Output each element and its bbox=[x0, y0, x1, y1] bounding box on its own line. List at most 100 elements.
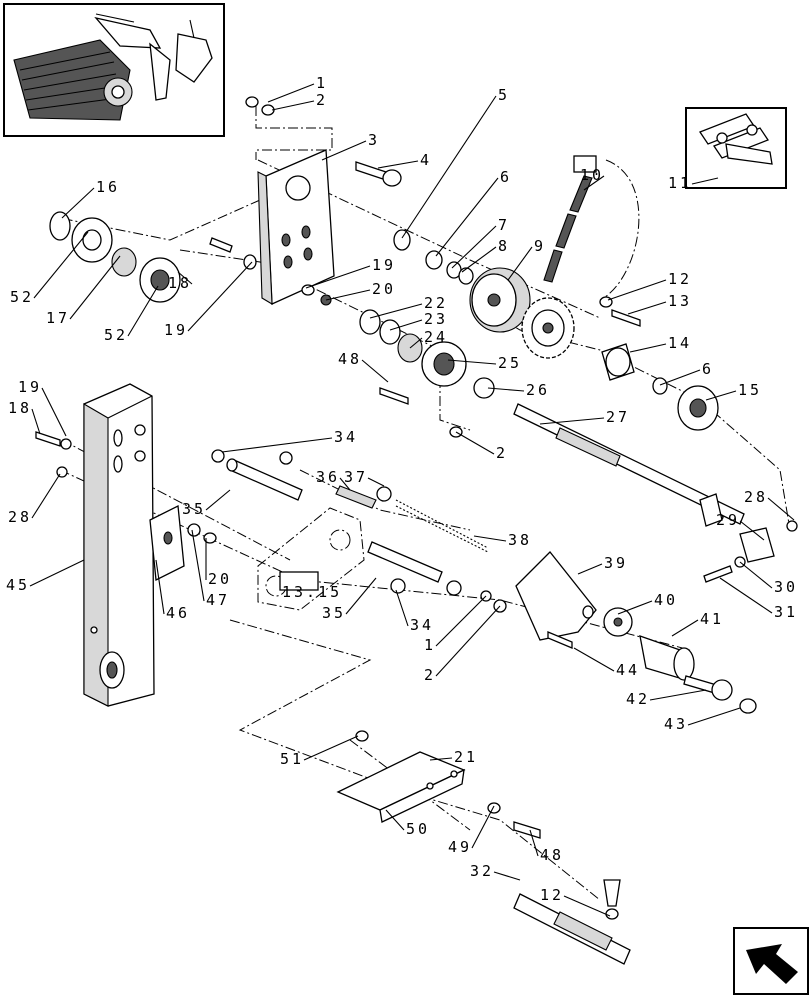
callout-leader-c13 bbox=[627, 301, 667, 315]
callout-label-c35a: 35 bbox=[182, 500, 206, 518]
pins bbox=[211, 449, 462, 596]
bearing-group-left bbox=[49, 211, 257, 303]
callout-label-c32: 32 bbox=[470, 862, 494, 880]
callout-label-c51: 51 bbox=[280, 750, 304, 768]
callout-leader-c46 bbox=[155, 559, 165, 615]
callout-label-c31: 31 bbox=[774, 603, 798, 621]
callout-label-c43: 43 bbox=[664, 715, 688, 733]
callout-label-c39: 39 bbox=[604, 554, 628, 572]
callout-label-c52b: 52 bbox=[104, 326, 128, 344]
callout-label-c21: 21 bbox=[454, 748, 478, 766]
callout-leader-c25 bbox=[447, 359, 497, 365]
callout-leader-c12a bbox=[607, 279, 667, 301]
callout-label-c16: 16 bbox=[96, 178, 120, 196]
callout-leader-c19b bbox=[305, 265, 371, 289]
mounting-plate bbox=[149, 504, 217, 582]
callout-leader-c19c bbox=[41, 387, 67, 437]
main-shaft bbox=[513, 403, 745, 527]
reference-box bbox=[279, 571, 319, 591]
callout-label-c4: 4 bbox=[420, 151, 432, 169]
callout-label-c13_15: 13.15 bbox=[282, 583, 342, 601]
callout-label-c19c: 19 bbox=[18, 378, 42, 396]
frame-plate bbox=[257, 149, 335, 305]
callout-leader-c48b bbox=[529, 829, 539, 857]
callout-leader-c8a bbox=[461, 246, 497, 273]
callout-label-c35b: 35 bbox=[322, 604, 346, 622]
callout-label-c41: 41 bbox=[700, 610, 724, 628]
callout-leader-c44 bbox=[573, 647, 615, 672]
callout-leader-c48a bbox=[361, 359, 389, 383]
callout-label-c28b: 28 bbox=[744, 488, 768, 506]
callout-leader-c38 bbox=[473, 535, 507, 542]
callout-leader-c45 bbox=[29, 559, 85, 587]
callout-label-c52a: 52 bbox=[10, 288, 34, 306]
callout-label-c9: 9 bbox=[534, 237, 546, 255]
next-page-arrow-icon[interactable] bbox=[733, 927, 809, 995]
callout-leader-c43 bbox=[687, 707, 741, 726]
callout-leader-c10 bbox=[583, 175, 605, 191]
callout-label-c3: 3 bbox=[368, 131, 380, 149]
callout-leader-c17 bbox=[69, 255, 121, 320]
callout-leader-c49 bbox=[471, 805, 495, 849]
callout-label-c24: 24 bbox=[424, 328, 448, 346]
callout-label-c20b: 20 bbox=[208, 570, 232, 588]
callout-leader-c16 bbox=[61, 187, 95, 219]
callout-label-c29: 29 bbox=[716, 511, 740, 529]
callout-label-c45: 45 bbox=[6, 576, 30, 594]
callout-leader-c35a bbox=[205, 489, 231, 511]
callout-label-c27: 27 bbox=[606, 408, 630, 426]
callout-leader-c4 bbox=[377, 160, 419, 169]
callout-label-c48b: 48 bbox=[540, 846, 564, 864]
callout-leader-c6b bbox=[659, 369, 701, 386]
callout-label-c5: 5 bbox=[498, 86, 510, 104]
callout-label-c1b: 1 bbox=[424, 636, 436, 654]
callout-label-c38: 38 bbox=[508, 531, 532, 549]
callout-label-c13: 13 bbox=[668, 292, 692, 310]
callout-leader-c26 bbox=[487, 387, 525, 392]
callout-leader-c2c bbox=[435, 605, 501, 677]
callout-leader-c3 bbox=[321, 140, 367, 161]
callout-leader-c35b bbox=[345, 577, 377, 615]
threaded-rod bbox=[335, 485, 489, 553]
callout-label-c17: 17 bbox=[46, 309, 70, 327]
callout-label-c11: 11 bbox=[668, 174, 692, 192]
callout-leader-c31 bbox=[719, 577, 773, 614]
callout-leader-c14 bbox=[629, 343, 667, 353]
callout-label-c30: 30 bbox=[774, 578, 798, 596]
callout-leader-c2 bbox=[271, 100, 315, 111]
callout-label-c18a: 18 bbox=[168, 274, 192, 292]
callout-label-c2: 2 bbox=[316, 91, 328, 109]
callout-leader-c1 bbox=[267, 83, 315, 103]
callout-label-c6a: 6 bbox=[500, 168, 512, 186]
callout-leader-c51 bbox=[303, 735, 359, 761]
lower-shaft bbox=[513, 879, 631, 965]
callout-leader-c9 bbox=[507, 246, 533, 281]
callout-leader-c41 bbox=[671, 619, 699, 637]
left-column bbox=[83, 383, 155, 707]
callout-leader-c47 bbox=[191, 529, 205, 602]
callout-leader-c32 bbox=[493, 871, 521, 881]
callout-leader-c12b bbox=[563, 895, 611, 917]
callout-leader-c52b bbox=[127, 285, 159, 337]
right-hardware bbox=[599, 296, 719, 431]
callout-leader-c19a bbox=[187, 261, 253, 332]
callout-leader-c30 bbox=[739, 561, 773, 589]
callout-leader-c18a bbox=[177, 271, 193, 285]
callout-leader-c2b bbox=[455, 431, 495, 455]
callout-leader-c15 bbox=[705, 390, 737, 401]
callout-label-c22: 22 bbox=[424, 294, 448, 312]
callout-label-c10: 10 bbox=[580, 166, 604, 184]
chain-link-inset bbox=[685, 107, 787, 189]
callout-leader-c20a bbox=[325, 289, 371, 301]
callout-leader-c50 bbox=[385, 809, 405, 831]
callout-label-c19b: 19 bbox=[372, 256, 396, 274]
callout-leader-c42 bbox=[649, 689, 707, 701]
callout-label-c1: 1 bbox=[316, 74, 328, 92]
callout-leader-c36 bbox=[339, 477, 351, 491]
callout-label-c14: 14 bbox=[668, 334, 692, 352]
callout-leader-c7 bbox=[451, 225, 497, 269]
callout-leader-c23 bbox=[389, 319, 423, 331]
chain-segment bbox=[543, 155, 597, 283]
